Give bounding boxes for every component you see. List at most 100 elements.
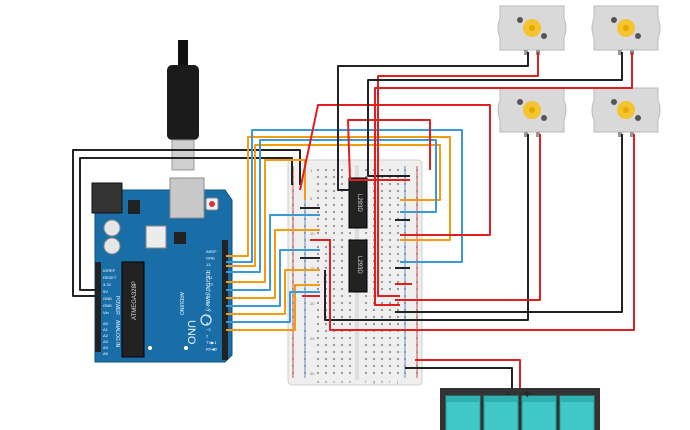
wire-vcc-1[interactable] (299, 104, 491, 236)
breadboard-hole (381, 183, 383, 185)
breadboard-hole (317, 260, 319, 262)
breadboard-hole (404, 344, 406, 346)
breadboard-hole (317, 204, 319, 206)
chip-2[interactable]: L293D (348, 239, 368, 293)
breadboard-hole (389, 197, 391, 199)
breadboard-hole (365, 295, 367, 297)
breadboard-hole (389, 344, 391, 346)
breadboard-hole (381, 302, 383, 304)
breadboard-hole (416, 323, 418, 325)
motor-4[interactable] (591, 87, 661, 137)
breadboard-hole (397, 316, 399, 318)
arduino-board[interactable]: ATMEGA328P ARDUINO UNO POWER ANALOG IN D… (91, 177, 233, 363)
breadboard-hole (349, 358, 351, 360)
breadboard-hole (389, 316, 391, 318)
analog-title: ANALOG IN (114, 320, 120, 348)
motor-1[interactable] (497, 5, 567, 55)
breadboard-hole (389, 337, 391, 339)
chip-1[interactable]: L293D (348, 177, 368, 229)
breadboard-hole (397, 253, 399, 255)
breadboard-hole (416, 225, 418, 227)
wire-motor3-b[interactable] (395, 134, 541, 301)
breadboard-hole (333, 253, 335, 255)
breadboard-hole (317, 190, 319, 192)
breadboard-hole (317, 288, 319, 290)
wire-motor2-b[interactable] (374, 52, 633, 306)
column-letter: i (389, 379, 390, 384)
breadboard-hole (341, 204, 343, 206)
usb-cable[interactable] (167, 40, 199, 199)
motor-3[interactable] (497, 87, 567, 137)
breadboard-hole (349, 323, 351, 325)
breadboard-hole (333, 246, 335, 248)
breadboard-hole (373, 365, 375, 367)
breadboard-hole (304, 246, 306, 248)
breadboard-hole (373, 372, 375, 374)
breadboard-hole (365, 309, 367, 311)
breadboard-hole (341, 274, 343, 276)
wire-5v[interactable] (79, 157, 293, 291)
breadboard-hole (416, 365, 418, 367)
row-number: 25 (310, 336, 315, 341)
column-letter: f (365, 379, 367, 384)
breadboard-hole (389, 169, 391, 171)
digital-pin-label: ~11 (206, 275, 213, 280)
battery-cells (445, 395, 595, 430)
motor-2[interactable] (591, 5, 661, 55)
power-pin-label: 5V (103, 289, 108, 294)
wire-motor4-a[interactable] (395, 134, 623, 313)
breadboard-hole (292, 337, 294, 339)
wire-motor3-a[interactable] (324, 134, 529, 321)
wire-d4[interactable] (226, 269, 320, 315)
breadboard-hole (389, 302, 391, 304)
breadboard-hole (381, 239, 383, 241)
breadboard-hole (304, 302, 306, 304)
row-number: 15 (310, 266, 315, 271)
breadboard-hole (292, 309, 294, 311)
breadboard-hole (292, 302, 294, 304)
breadboard-hole (341, 351, 343, 353)
breadboard-hole (325, 323, 327, 325)
breadboard-hole (341, 281, 343, 283)
battery-pack[interactable]: - + (440, 388, 600, 430)
breadboard-hole (389, 218, 391, 220)
breadboard-hole (333, 323, 335, 325)
breadboard-hole (341, 246, 343, 248)
wire-d2[interactable] (226, 284, 320, 331)
wire-d10[interactable] (226, 144, 441, 267)
wire-motor2-a[interactable] (367, 52, 623, 177)
wire-d7[interactable] (226, 214, 320, 291)
wire-battery-plus[interactable] (415, 359, 521, 388)
digital-pin-label: ~9 (206, 288, 211, 293)
breadboard-hole (349, 372, 351, 374)
breadboard-hole (292, 232, 294, 234)
wire-battery-minus[interactable] (405, 367, 513, 388)
digital-pin-label: 8 (206, 295, 209, 300)
wire-motor1-b[interactable] (377, 52, 539, 297)
breadboard-hole (333, 309, 335, 311)
breadboard-hole (381, 260, 383, 262)
wire-d8[interactable] (226, 159, 306, 283)
breadboard-hole (341, 365, 343, 367)
breadboard-hole (292, 211, 294, 213)
breadboard-hole (349, 295, 351, 297)
wire-d5[interactable] (226, 249, 320, 307)
wire-motor1-a[interactable] (337, 52, 529, 191)
breadboard-hole (341, 295, 343, 297)
wire-d6[interactable] (226, 229, 320, 299)
wire-motor4-b[interactable] (310, 134, 635, 331)
breadboard-hole (292, 288, 294, 290)
breadboard-hole (397, 260, 399, 262)
breadboard-hole (397, 309, 399, 311)
wire-d3[interactable] (226, 291, 320, 323)
breadboard-hole (389, 232, 391, 234)
breadboard-hole (416, 246, 418, 248)
motors (497, 5, 661, 137)
breadboard-hole (404, 253, 406, 255)
breadboard-hole (373, 309, 375, 311)
breadboard-hole (397, 358, 399, 360)
wire-vcc-2[interactable] (347, 119, 431, 181)
wire-gnd[interactable] (72, 149, 301, 297)
breadboard-hole (292, 197, 294, 199)
wire-d11[interactable] (226, 129, 463, 263)
